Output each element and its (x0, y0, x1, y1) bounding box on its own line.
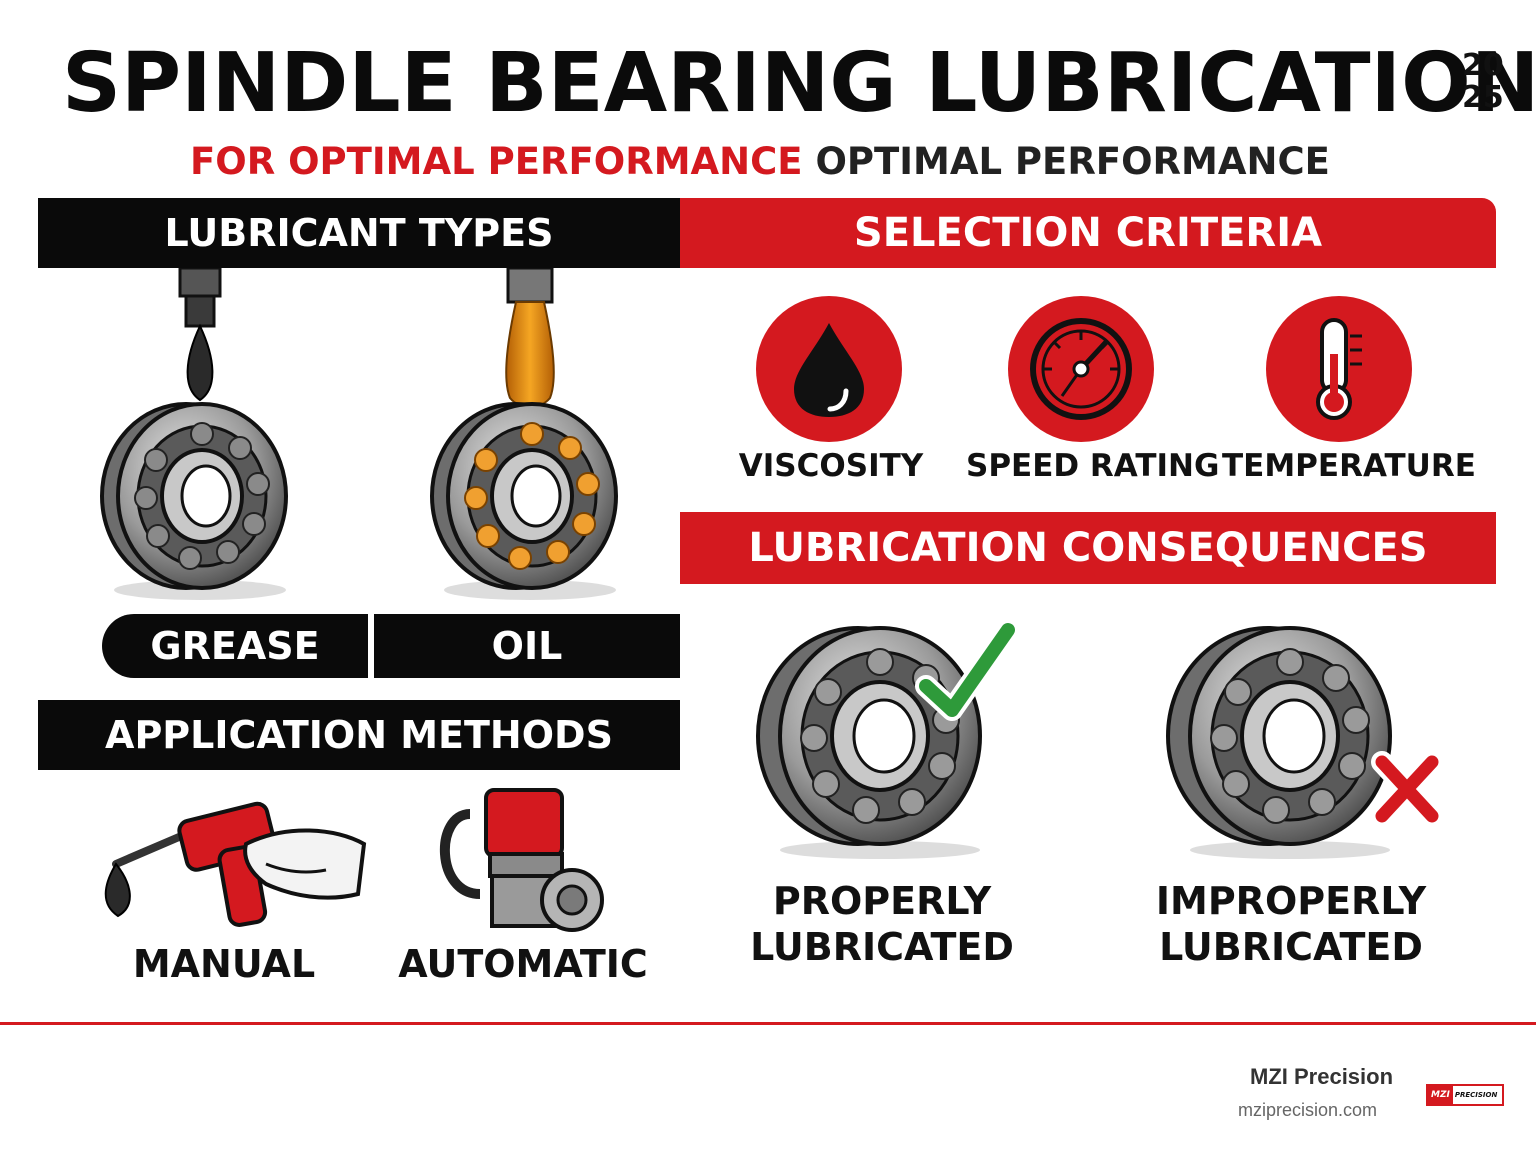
company-url[interactable]: mziprecision.com (1238, 1100, 1378, 1120)
oil-bearing-illustration (430, 268, 618, 600)
grease-gun-icon (104, 801, 367, 927)
properly-lubricated-label: PROPERLY LUBRICATED (740, 878, 1024, 970)
application-methods-heading-text: APPLICATION METHODS (105, 713, 613, 757)
selection-criteria-heading: SELECTION CRITERIA (680, 198, 1496, 268)
year-top: 20 (1462, 48, 1504, 83)
consequences-heading: LUBRICATION CONSEQUENCES (680, 512, 1496, 584)
oil-label: OIL (491, 624, 563, 668)
properly-line2: LUBRICATED (750, 925, 1014, 969)
oil-label-bar: OIL (374, 614, 680, 678)
year-badge: 20 25 (1462, 50, 1504, 114)
improperly-line1: IMPROPERLY (1155, 879, 1427, 923)
subtitle: FOR OPTIMAL PERFORMANCE OPTIMAL PERFORMA… (190, 140, 1330, 184)
subtitle-red: FOR OPTIMAL PERFORMANCE (190, 140, 803, 183)
consequences-heading-text: LUBRICATION CONSEQUENCES (748, 525, 1428, 571)
grease-label-bar: GREASE (102, 614, 368, 678)
thermometer-icon (1316, 318, 1362, 420)
improperly-lubricated-label: IMPROPERLY LUBRICATED (1146, 878, 1436, 970)
properly-line1: PROPERLY (772, 879, 992, 923)
oil-drop-icon (794, 323, 864, 417)
speed-rating-label: SPEED RATING (966, 448, 1220, 484)
grease-bearing-illustration (100, 268, 288, 600)
temperature-label: TEMPERATURE (1222, 448, 1476, 484)
lubricant-types-heading-text: LUBRICANT TYPES (164, 211, 554, 255)
footer-divider (0, 1022, 1536, 1025)
improper-bearing-illustration (1166, 626, 1443, 859)
logo-word: PRECISION (1454, 1091, 1498, 1099)
improperly-line2: LUBRICATED (1159, 925, 1423, 969)
application-methods-heading: APPLICATION METHODS (38, 700, 680, 770)
company-name: MZI Precision (1250, 1064, 1394, 1089)
selection-criteria-heading-text: SELECTION CRITERIA (853, 210, 1323, 256)
subtitle-dark: OPTIMAL PERFORMANCE (815, 140, 1330, 183)
grease-label: GREASE (150, 624, 320, 668)
proper-bearing-illustration (756, 619, 1019, 859)
logo-mark: MZI (1428, 1086, 1453, 1104)
manual-label: MANUAL (132, 942, 316, 986)
cross-icon (1371, 751, 1443, 827)
temperature-circle (1266, 296, 1412, 442)
lubricant-types-heading: LUBRICANT TYPES (38, 198, 680, 268)
year-bottom: 25 (1462, 80, 1504, 115)
company-logo: MZI PRECISION (1426, 1084, 1504, 1106)
viscosity-circle (756, 296, 902, 442)
speedometer-icon (1030, 318, 1132, 420)
viscosity-label: VISCOSITY (738, 448, 924, 484)
automatic-lubricator-icon (439, 788, 604, 932)
check-icon (919, 623, 1015, 717)
speed-rating-circle (1008, 296, 1154, 442)
page-title: SPINDLE BEARING LUBRICATION (62, 36, 1536, 131)
automatic-label: AUTOMATIC (398, 942, 648, 986)
